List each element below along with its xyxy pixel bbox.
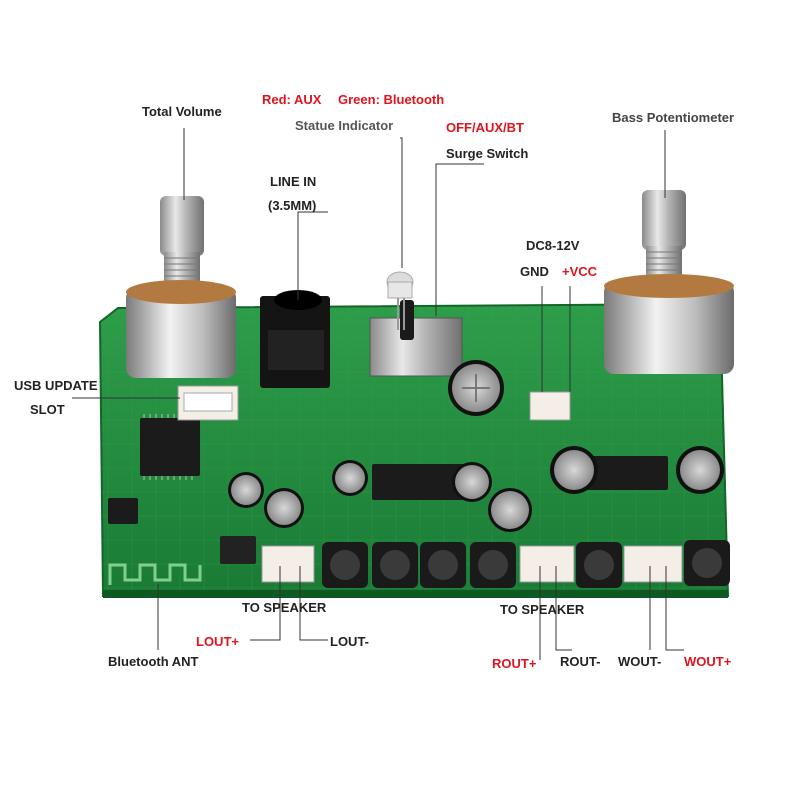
capacitor — [448, 360, 504, 416]
capacitor — [550, 446, 598, 494]
line-in-jack — [260, 290, 330, 388]
lout-plus-label: LOUT+ — [196, 634, 239, 649]
inductors — [322, 540, 730, 588]
inductor — [470, 542, 516, 588]
status-led — [386, 271, 414, 330]
surge-switch — [369, 300, 463, 377]
bluetooth-status-green-label: Green: Bluetooth — [338, 92, 445, 107]
gnd-label: GND — [520, 264, 549, 279]
bass-potentiometer — [604, 190, 734, 374]
inductor — [420, 542, 466, 588]
power-connector — [529, 391, 571, 421]
bass-potentiometer-label: Bass Potentiometer — [612, 110, 735, 125]
to-speaker-left-label: TO SPEAKER — [242, 600, 327, 615]
speaker-connector-woofer — [623, 545, 683, 583]
total-volume-label: Total Volume — [142, 104, 222, 119]
statue-indicator-label: Statue Indicator — [295, 118, 394, 133]
amplifier-chip-right — [586, 456, 668, 490]
inductor — [684, 540, 730, 586]
line-in-size-label: (3.5MM) — [268, 198, 317, 213]
amplifier-chip-left — [372, 464, 468, 500]
bluetooth-antenna-trace — [108, 563, 202, 585]
capacitor — [332, 460, 368, 496]
electrolytic-capacitors — [228, 360, 724, 532]
speaker-connector-left — [261, 545, 315, 583]
capacitor — [264, 488, 304, 528]
inductor — [322, 542, 368, 588]
wout-plus-leader — [665, 566, 684, 651]
statue-indicator-leader — [400, 137, 403, 268]
rout-minus-label: ROUT- — [560, 654, 601, 669]
capacitor — [488, 488, 532, 532]
surge-switch-label: Surge Switch — [446, 146, 529, 161]
capacitor — [452, 462, 492, 502]
rout-minus-leader — [555, 566, 572, 651]
pcb-board — [98, 302, 730, 598]
speaker-connector-right — [519, 545, 575, 583]
line-in-leader — [297, 211, 328, 300]
bluetooth-ant-label: Bluetooth ANT — [108, 654, 199, 669]
inductor — [576, 542, 622, 588]
lout-plus-leader — [250, 566, 281, 641]
off-aux-bt-label: OFF/AUX/BT — [446, 120, 524, 135]
aux-status-red-label: Red: AUX — [262, 92, 322, 107]
line-in-label: LINE IN — [270, 174, 317, 189]
dc-range-label: DC8-12V — [526, 238, 580, 253]
lout-minus-leader — [299, 566, 328, 641]
lout-minus-label: LOUT- — [330, 634, 369, 649]
usb-update-slot — [177, 385, 239, 421]
bluetooth-chip — [140, 414, 200, 480]
to-speaker-right-label: TO SPEAKER — [500, 602, 585, 617]
capacitor — [676, 446, 724, 494]
surge-switch-leader — [435, 163, 484, 316]
wout-minus-label: WOUT- — [618, 654, 662, 669]
regulator-chip — [108, 498, 256, 564]
slot-label: SLOT — [30, 402, 65, 417]
wout-plus-label: WOUT+ — [684, 654, 732, 669]
usb-update-label: USB UPDATE — [14, 378, 98, 393]
inductor — [372, 542, 418, 588]
total-volume-potentiometer — [126, 196, 236, 378]
vcc-label: +VCC — [562, 264, 598, 279]
rout-plus-label: ROUT+ — [492, 656, 537, 671]
capacitor — [228, 472, 264, 508]
callout-lines — [72, 128, 684, 660]
